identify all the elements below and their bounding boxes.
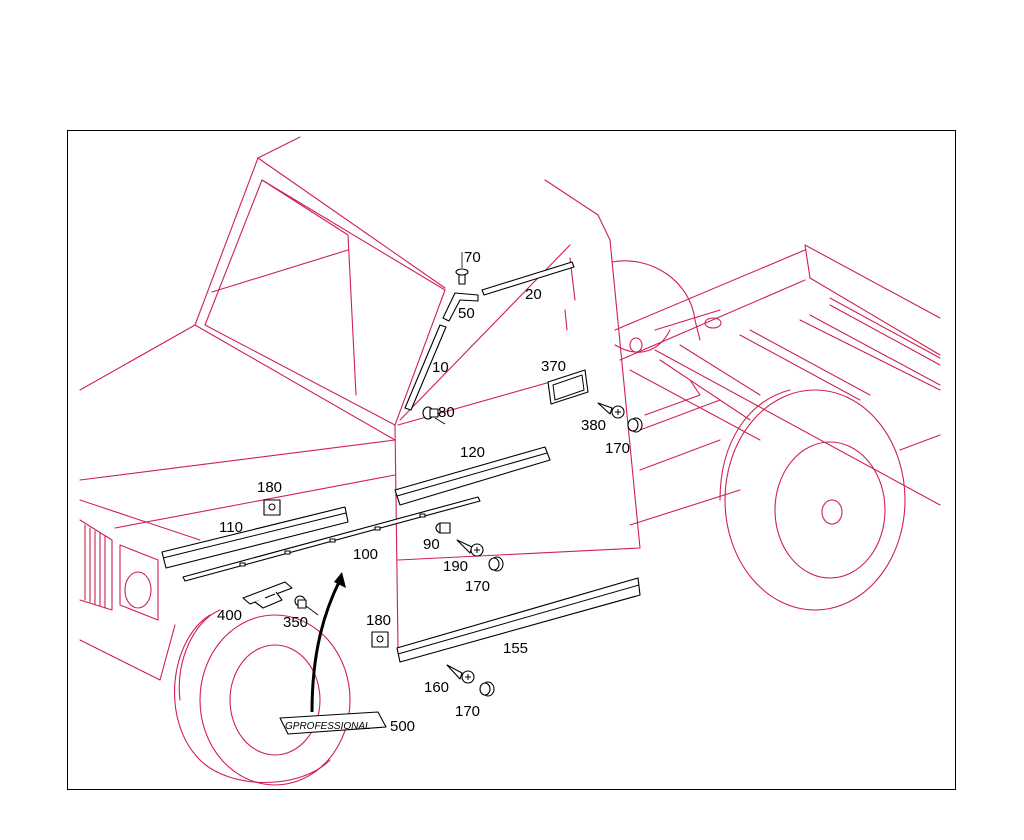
label-120: 120 [460, 444, 485, 461]
label-380: 380 [581, 417, 606, 434]
label-100: 100 [353, 546, 378, 563]
part-170-cap-a [627, 417, 643, 433]
part-180-clip-a [263, 499, 281, 516]
label-20: 20 [525, 286, 542, 303]
part-160-screw [446, 664, 475, 684]
label-80: 80 [438, 404, 455, 421]
label-190: 190 [443, 558, 468, 575]
label-500: 500 [390, 718, 415, 735]
part-155-rocker-molding [396, 577, 641, 663]
part-370-cover [547, 369, 589, 405]
diagram-frame [67, 130, 956, 790]
part-190-screw [456, 539, 484, 557]
part-100-strip [182, 496, 481, 582]
part-20-roof-molding [481, 261, 575, 296]
label-180-b: 180 [366, 612, 391, 629]
label-160: 160 [424, 679, 449, 696]
parts: GPROFESSIONAL [161, 252, 643, 735]
part-10-pillar-molding [404, 324, 447, 411]
part-50-corner-molding [442, 292, 479, 322]
badge-position-arrow [310, 579, 342, 713]
label-170-c: 170 [455, 703, 480, 720]
label-110: 110 [219, 519, 243, 536]
label-350: 350 [283, 614, 308, 631]
vehicle-outline [79, 136, 941, 786]
label-90: 90 [423, 536, 440, 553]
label-170-a: 170 [605, 440, 630, 457]
label-370: 370 [541, 358, 566, 375]
label-170-b: 170 [465, 578, 490, 595]
part-400-handle [242, 581, 293, 609]
label-50: 50 [458, 305, 475, 322]
label-70: 70 [464, 249, 481, 266]
badge-text: GPROFESSIONAL [285, 721, 371, 732]
part-120-door-molding [394, 446, 551, 506]
part-110-fender-molding [161, 506, 349, 569]
part-380-screw [597, 402, 625, 419]
part-labels: 70 20 50 10 370 80 380 170 120 180 110 9… [217, 249, 630, 735]
part-70-clip [455, 252, 469, 285]
label-155: 155 [503, 640, 528, 657]
part-80-clip [422, 406, 446, 425]
label-400: 400 [217, 607, 242, 624]
part-350-bolt [294, 595, 319, 616]
part-90-plug [435, 522, 451, 534]
label-10: 10 [432, 359, 449, 376]
label-180-a: 180 [257, 479, 282, 496]
part-500-badge: GPROFESSIONAL [279, 711, 387, 735]
part-180-clip-b [371, 631, 389, 648]
part-170-cap-b [488, 556, 504, 572]
part-170-cap-c [479, 681, 495, 697]
